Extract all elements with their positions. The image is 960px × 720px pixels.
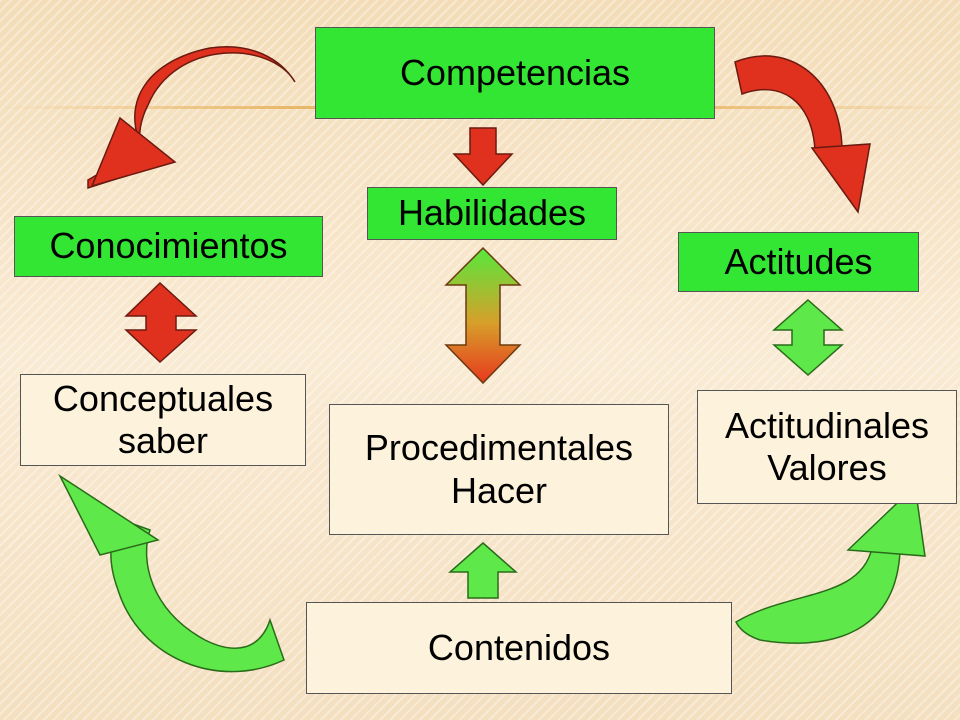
node-actitudinales-line2: Valores <box>767 447 887 488</box>
double-arrow-conocimientos-conceptuales <box>124 281 198 364</box>
node-competencias: Competencias <box>315 27 715 119</box>
curved-arrow-competencias-to-conocimientos-head <box>90 116 177 188</box>
node-actitudinales-line1: Actitudinales <box>724 404 930 446</box>
node-conceptuales: Conceptuales saber <box>20 374 306 466</box>
double-arrow-actitudes-actitudinales <box>772 298 844 377</box>
node-actitudes-label: Actitudes <box>724 240 873 282</box>
curved-arrow-competencias-to-actitudes-head <box>810 143 871 214</box>
curved-arrow-competencias-to-actitudes <box>734 55 843 151</box>
node-habilidades: Habilidades <box>367 187 617 240</box>
node-competencias-label: Competencias <box>399 51 631 93</box>
node-conocimientos-label: Conocimientos <box>49 225 288 267</box>
node-procedimentales-text: Procedimentales Hacer <box>365 427 633 512</box>
down-arrow-competencias-to-habilidades <box>452 127 514 187</box>
node-procedimentales: Procedimentales Hacer <box>329 404 669 535</box>
node-actitudes: Actitudes <box>678 232 919 292</box>
node-conocimientos: Conocimientos <box>14 216 323 277</box>
node-contenidos-label: Contenidos <box>427 626 611 668</box>
node-procedimentales-line1: Procedimentales <box>364 427 634 469</box>
node-conceptuales-line2: saber <box>117 420 209 461</box>
node-actitudinales-text: Actitudinales Valores <box>725 405 929 490</box>
node-habilidades-label: Habilidades <box>397 192 587 234</box>
node-conceptuales-line1: Conceptuales <box>52 377 274 419</box>
node-procedimentales-line2: Hacer <box>450 469 547 511</box>
node-contenidos: Contenidos <box>306 602 732 694</box>
up-arrow-contenidos-to-procedimentales <box>448 542 518 599</box>
curved-arrow-contenidos-to-conceptuales-head <box>58 473 160 556</box>
node-conceptuales-text: Conceptuales saber <box>53 378 273 463</box>
double-arrow-habilidades-procedimentales <box>444 246 522 385</box>
curved-arrow-contenidos-to-actitudinales <box>735 547 901 644</box>
node-actitudinales: Actitudinales Valores <box>697 390 957 504</box>
